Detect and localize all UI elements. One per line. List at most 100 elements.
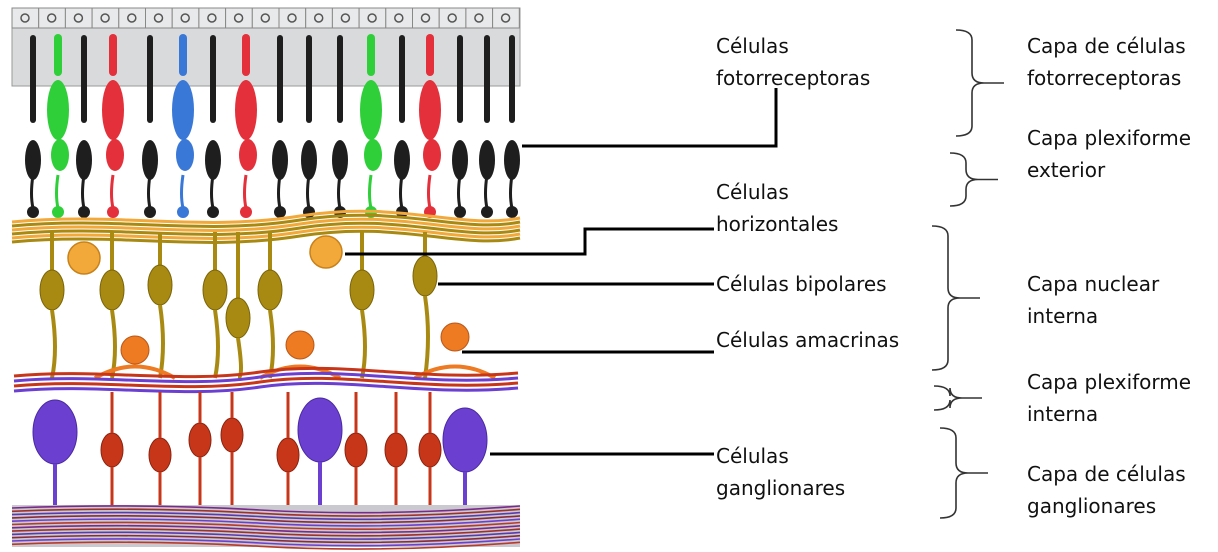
brace-capa-nuclear-interna <box>932 226 960 370</box>
cone-photoreceptor-inner <box>360 80 382 140</box>
rod-photoreceptor-nucleus <box>272 140 288 180</box>
epithelium-cell <box>439 8 466 28</box>
epithelium-cell <box>386 8 413 28</box>
cone-photoreceptor-terminal <box>177 206 189 218</box>
cone-photoreceptor-inner <box>419 80 441 140</box>
epithelium-cell <box>466 8 493 28</box>
rod-photoreceptor-nucleus <box>25 140 41 180</box>
rod-photoreceptor-axon <box>511 175 513 208</box>
rod-photoreceptor-terminal <box>274 206 286 218</box>
label-celulas-bipolares: Células bipolares <box>716 268 887 300</box>
rod-photoreceptor-terminal <box>506 206 518 218</box>
brace-capa-plexiforme-exterior <box>950 153 978 206</box>
label-celulas-horizontales: Células horizontales <box>716 176 838 240</box>
rod-photoreceptor-axon <box>486 175 488 208</box>
cone-photoreceptor-axon <box>245 175 247 208</box>
rod-photoreceptor-terminal <box>78 206 90 218</box>
cone-photoreceptor-inner <box>172 80 194 140</box>
cone-photoreceptor-nucleus <box>364 139 382 171</box>
rod-photoreceptor-terminal <box>27 206 39 218</box>
bipolar-cell <box>350 270 374 310</box>
brace-capa-ganglionares <box>940 428 968 518</box>
epithelium-cell <box>119 8 146 28</box>
rod-photoreceptor-nucleus <box>332 140 348 180</box>
cone-photoreceptor-inner <box>47 80 69 140</box>
cone-photoreceptor-terminal <box>52 206 64 218</box>
rod-photoreceptor-nucleus <box>301 140 317 180</box>
ganglion-cell <box>298 398 342 462</box>
bipolar-cell <box>413 256 437 296</box>
rod-photoreceptor-axon <box>401 175 403 208</box>
bipolar-cell <box>226 298 250 338</box>
label-capa-plexiforme-exterior: Capa plexiforme exterior <box>1027 122 1191 186</box>
ganglion-cell <box>221 418 243 452</box>
label-celulas-amacrinas: Células amacrinas <box>716 324 899 356</box>
rod-photoreceptor-nucleus <box>504 140 520 180</box>
rod-photoreceptor-terminal <box>454 206 466 218</box>
epithelium-cell <box>493 8 520 28</box>
rod-photoreceptor-axon <box>308 175 310 208</box>
ganglion-cell <box>277 438 299 472</box>
bipolar-axon <box>215 310 218 378</box>
rod-photoreceptor-axon <box>149 175 151 208</box>
label-celulas-fotorreceptoras: Células fotorreceptoras <box>716 30 870 94</box>
cone-photoreceptor-axon <box>429 175 431 208</box>
ganglion-cell <box>189 423 211 457</box>
bipolar-cell <box>258 270 282 310</box>
bipolar-cell <box>40 270 64 310</box>
label-capa-fotorreceptoras: Capa de células fotorreceptoras <box>1027 30 1186 94</box>
cone-photoreceptor-terminal <box>107 206 119 218</box>
label-capa-ganglionares: Capa de células ganglionares <box>1027 458 1186 522</box>
rod-photoreceptor-axon <box>459 175 461 208</box>
amacrine-cell <box>286 331 314 359</box>
rod-photoreceptor-axon <box>32 175 34 208</box>
cone-photoreceptor-nucleus <box>106 139 124 171</box>
cone-photoreceptor-axon <box>182 175 184 208</box>
bipolar-cell <box>100 270 124 310</box>
bipolar-cell <box>148 265 172 305</box>
bipolar-axon <box>270 310 273 378</box>
bipolar-cell <box>203 270 227 310</box>
cone-photoreceptor-axon <box>112 175 114 208</box>
rod-photoreceptor-nucleus <box>205 140 221 180</box>
ganglion-cell <box>345 433 367 467</box>
epithelium-cell <box>226 8 253 28</box>
epithelium-cell <box>279 8 306 28</box>
rod-photoreceptor-nucleus <box>142 140 158 180</box>
epithelium-cell <box>306 8 333 28</box>
cone-photoreceptor-inner <box>102 80 124 140</box>
cone-photoreceptor-inner <box>235 80 257 140</box>
epithelium-cell <box>413 8 440 28</box>
cone-photoreceptor-nucleus <box>51 139 69 171</box>
rod-photoreceptor-axon <box>279 175 281 208</box>
rod-photoreceptor-terminal <box>207 206 219 218</box>
ganglion-cell <box>385 433 407 467</box>
epithelium-cell <box>39 8 66 28</box>
epithelium-cell <box>12 8 39 28</box>
cone-photoreceptor-terminal <box>240 206 252 218</box>
ganglion-cell <box>443 408 487 472</box>
epithelium-cell <box>252 8 279 28</box>
bipolar-axon <box>52 310 55 378</box>
epithelium-cell <box>359 8 386 28</box>
epithelium-cell <box>146 8 173 28</box>
cone-photoreceptor-axon <box>57 175 59 208</box>
epithelium-cell <box>65 8 92 28</box>
cone-photoreceptor-nucleus <box>239 139 257 171</box>
bipolar-axon <box>362 310 365 378</box>
ganglion-cell <box>149 438 171 472</box>
rod-photoreceptor-terminal <box>481 206 493 218</box>
ganglion-cell <box>419 433 441 467</box>
bipolar-axon <box>425 296 428 378</box>
rod-photoreceptor-axon <box>83 175 85 208</box>
horizontal-cell <box>68 242 100 274</box>
rod-photoreceptor-nucleus <box>479 140 495 180</box>
rod-photoreceptor-axon <box>339 175 341 208</box>
epithelium-cell <box>199 8 226 28</box>
rod-photoreceptor-terminal <box>144 206 156 218</box>
epithelium-cell <box>172 8 199 28</box>
epithelium-cell <box>92 8 119 28</box>
epithelium-cell <box>332 8 359 28</box>
cone-photoreceptor-nucleus <box>176 139 194 171</box>
